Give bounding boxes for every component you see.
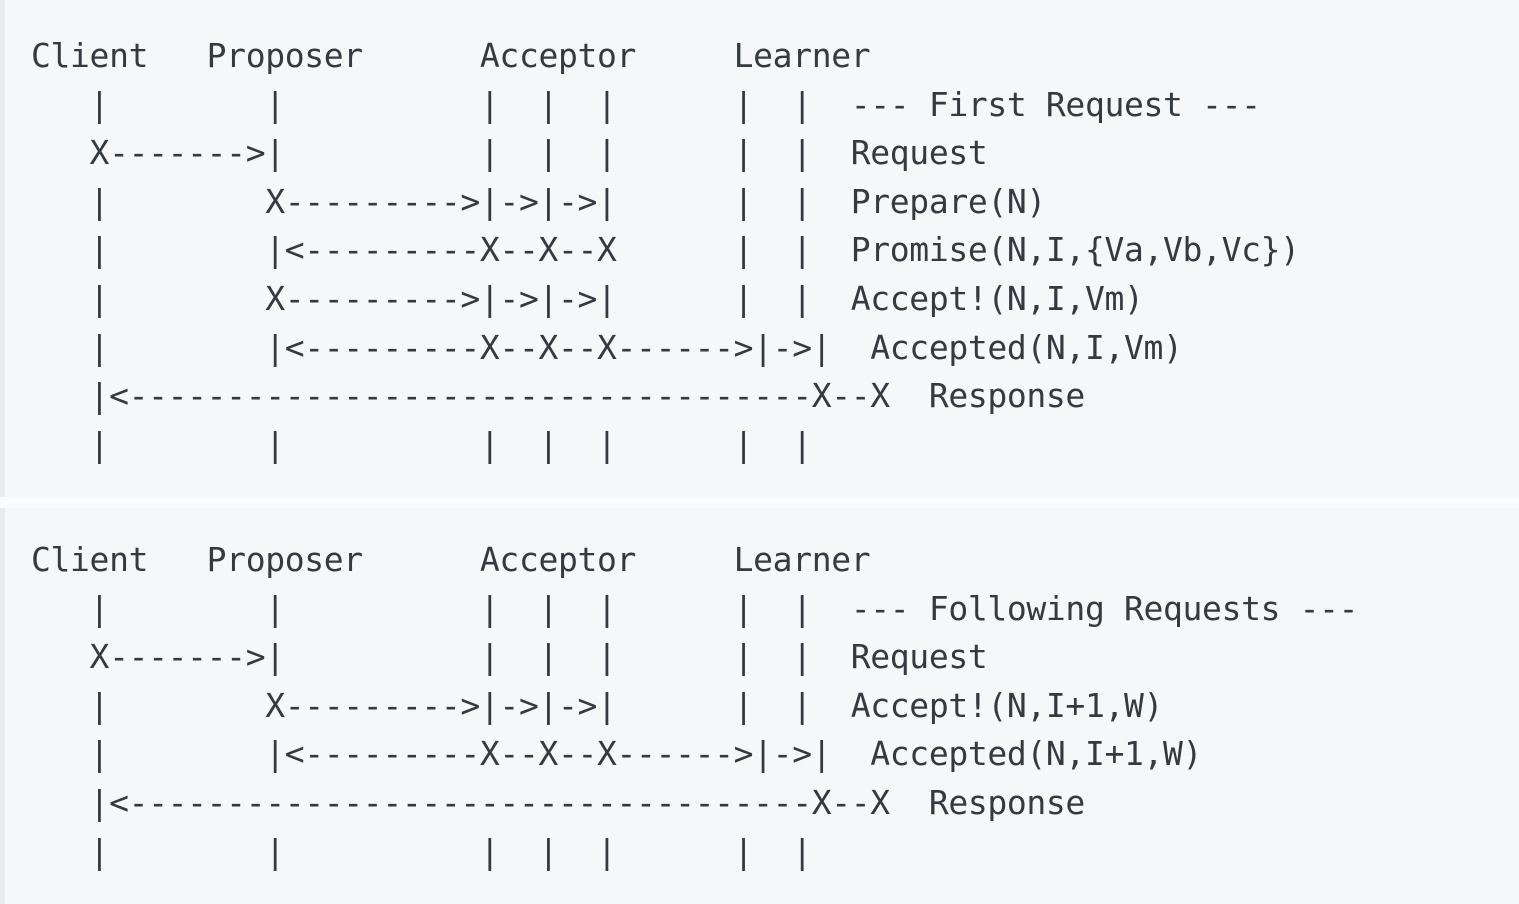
ascii-line: | |<---------X--X--X------>|->| Accepted…	[31, 734, 1203, 774]
ascii-line: | | | | | | |	[31, 424, 813, 464]
ascii-line: | |<---------X--X--X------>|->| Accepted…	[31, 327, 1183, 367]
ascii-line: | | | | | | | --- Following Requests ---	[31, 588, 1359, 628]
ascii-line: | X--------->|->|->| | | Prepare(N)	[31, 181, 1047, 221]
panel-following-requests: Client Proposer Acceptor Learner | | | |…	[5, 508, 1519, 904]
ascii-line: |<-----------------------------------X--…	[31, 376, 1086, 416]
ascii-line: Client Proposer Acceptor Learner	[31, 540, 871, 579]
panel-first-request: Client Proposer Acceptor Learner | | | |…	[5, 0, 1519, 497]
ascii-diagram-following-requests: Client Proposer Acceptor Learner | | | |…	[31, 536, 1359, 876]
ascii-line: | | | | | | | --- First Request ---	[31, 84, 1261, 124]
left-edge-strip	[0, 0, 5, 904]
ascii-line: | |<---------X--X--X | | Promise(N,I,{Va…	[31, 230, 1300, 270]
ascii-line: X------->| | | | | | Request	[31, 637, 988, 677]
ascii-line: X------->| | | | | | Request	[31, 133, 988, 173]
ascii-line: Client Proposer Acceptor Learner	[31, 36, 871, 75]
ascii-line: | X--------->|->|->| | | Accept!(N,I+1,W…	[31, 685, 1164, 725]
ascii-line: | | | | | | |	[31, 831, 813, 871]
panel-divider	[0, 497, 1519, 508]
ascii-line: | X--------->|->|->| | | Accept!(N,I,Vm)	[31, 278, 1144, 318]
ascii-line: |<-----------------------------------X--…	[31, 782, 1086, 822]
ascii-diagram-first-request: Client Proposer Acceptor Learner | | | |…	[31, 32, 1300, 469]
